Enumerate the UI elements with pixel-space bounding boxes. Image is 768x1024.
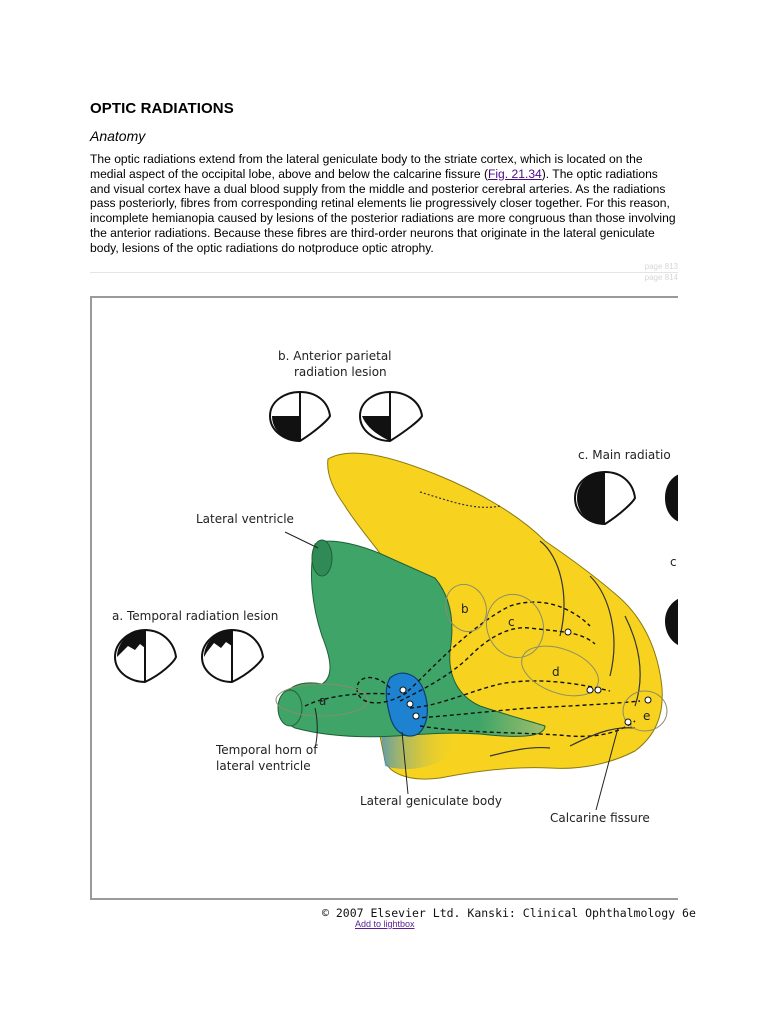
paragraph-text-start: The optic radiations extend from the lat…	[90, 152, 643, 181]
visual-field-a-left	[113, 628, 178, 684]
label-calcarine-fissure: Calcarine fissure	[550, 811, 650, 825]
add-to-lightbox-link[interactable]: Add to lightbox	[355, 919, 415, 929]
copyright-notice: © 2007 Elsevier Ltd. Kanski: Clinical Op…	[322, 906, 696, 920]
region-label-a: a	[319, 694, 326, 708]
body-paragraph: The optic radiations extend from the lat…	[90, 152, 678, 256]
page-marker: page 813	[644, 262, 678, 271]
label-anterior-parietal: b. Anterior parietal	[278, 349, 392, 363]
visual-field-a-right	[200, 628, 265, 684]
region-outlines	[275, 583, 668, 732]
region-label-c: c	[508, 615, 515, 629]
leader-lines	[284, 531, 619, 811]
label-main-radiation: c. Main radiatio	[578, 448, 671, 462]
ventricle-opening	[311, 539, 333, 577]
fibre-terminals	[399, 628, 652, 726]
section-title: OPTIC RADIATIONS	[90, 100, 234, 117]
visual-field-c-left	[573, 470, 637, 526]
visual-field-c-right-partial	[665, 474, 678, 522]
lateral-ventricle-shape	[280, 540, 546, 738]
page-marker: page 814	[644, 273, 678, 282]
temporal-horn-tip	[277, 689, 303, 727]
svg-text:c: c	[670, 555, 677, 569]
label-of-lateral-ventricle: lateral ventricle	[216, 759, 311, 773]
label-lateral-ventricle: Lateral ventricle	[196, 512, 294, 526]
visual-field-b-right	[358, 390, 424, 443]
label-lateral-geniculate-body: Lateral geniculate body	[360, 794, 502, 808]
visual-field-partial-edge: c	[665, 555, 678, 645]
label-temporal-horn: Temporal horn of	[215, 743, 318, 757]
figure-reference-link[interactable]: Fig. 21.34	[487, 166, 542, 181]
label-radiation-lesion: radiation lesion	[294, 365, 387, 379]
visual-field-b-left	[268, 390, 332, 443]
region-label-d: d	[552, 665, 560, 679]
region-label-e: e	[643, 709, 650, 723]
cortex-sulci	[419, 491, 641, 757]
label-temporal-radiation-lesion: a. Temporal radiation lesion	[112, 609, 278, 623]
region-label-b: b	[461, 602, 469, 616]
optic-radiations-figure: a b c d e c	[90, 296, 678, 901]
section-subtitle: Anatomy	[90, 128, 146, 144]
paragraph-text-end: ). The optic radiations and visual corte…	[90, 166, 676, 255]
divider	[90, 272, 678, 273]
